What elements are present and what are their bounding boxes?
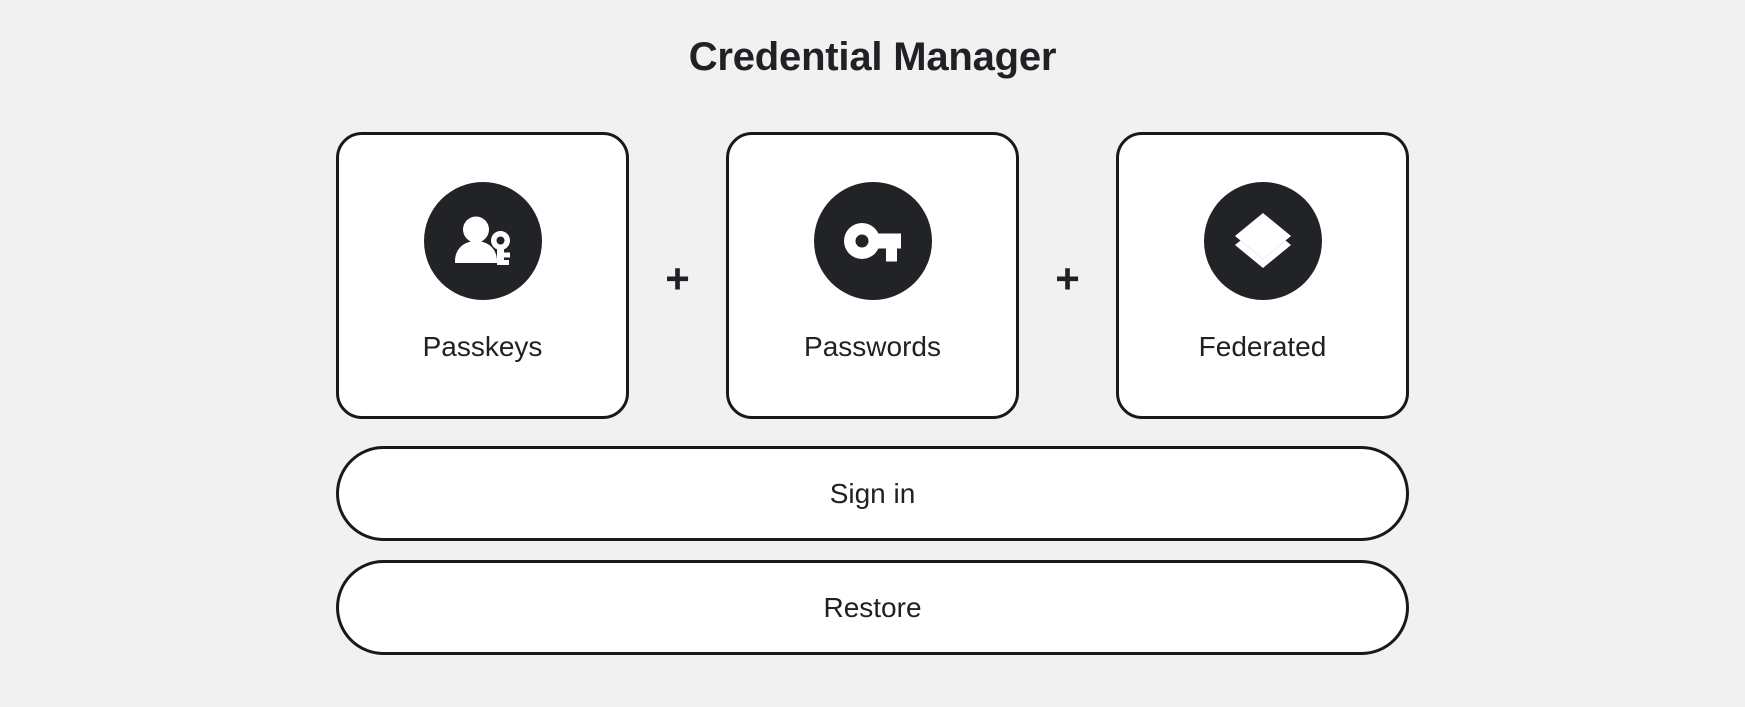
- credential-card-passkeys[interactable]: Passkeys: [336, 132, 629, 419]
- person-key-icon: [423, 182, 542, 300]
- credential-card-label: Passkeys: [422, 331, 543, 362]
- credential-card-label: Passwords: [804, 331, 941, 362]
- sign-in-button[interactable]: Sign in: [336, 446, 1409, 541]
- plus-separator-icon: +: [665, 254, 690, 302]
- credential-type-row: Passkeys + Passwords +: [336, 132, 1409, 419]
- key-icon: [813, 182, 932, 300]
- credential-card-label: Federated: [1198, 331, 1327, 362]
- action-buttons: Sign in Restore: [336, 446, 1409, 655]
- plus-separator-icon: +: [1055, 254, 1080, 302]
- restore-button[interactable]: Restore: [336, 560, 1409, 655]
- layers-icon: [1203, 182, 1322, 300]
- credential-card-passwords[interactable]: Passwords: [726, 132, 1019, 419]
- page-title: Credential Manager: [688, 35, 1057, 79]
- credential-card-federated[interactable]: Federated: [1116, 132, 1409, 419]
